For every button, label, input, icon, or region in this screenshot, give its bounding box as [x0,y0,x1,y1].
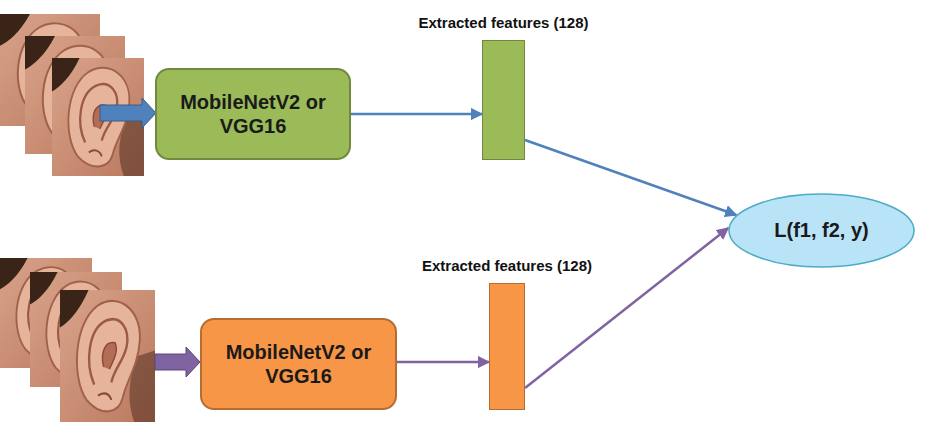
loss-label: L(f1, f2, y) [774,219,868,242]
connector-arrow [397,361,489,364]
feature-label: Extracted features (128) [422,257,592,274]
connector-arrow [351,113,482,116]
connector-arrow [525,228,728,388]
model-box: MobileNetV2 or VGG16 [155,68,351,160]
connector-arrow [525,140,736,215]
feature-label: Extracted features (128) [418,14,588,31]
model-label: MobileNetV2 or VGG16 [202,340,395,388]
feature-vector: Extracted features (128) [482,40,525,160]
input-block-arrow [100,98,156,128]
model-label: MobileNetV2 or VGG16 [157,90,349,138]
input-block-arrow [155,347,200,377]
model-box: MobileNetV2 or VGG16 [200,318,397,410]
top-ear-stack [0,14,144,176]
loss-ellipse: L(f1, f2, y) [728,193,915,268]
feature-vector: Extracted features (128) [489,283,525,410]
bottom-ear-stack [0,258,155,422]
